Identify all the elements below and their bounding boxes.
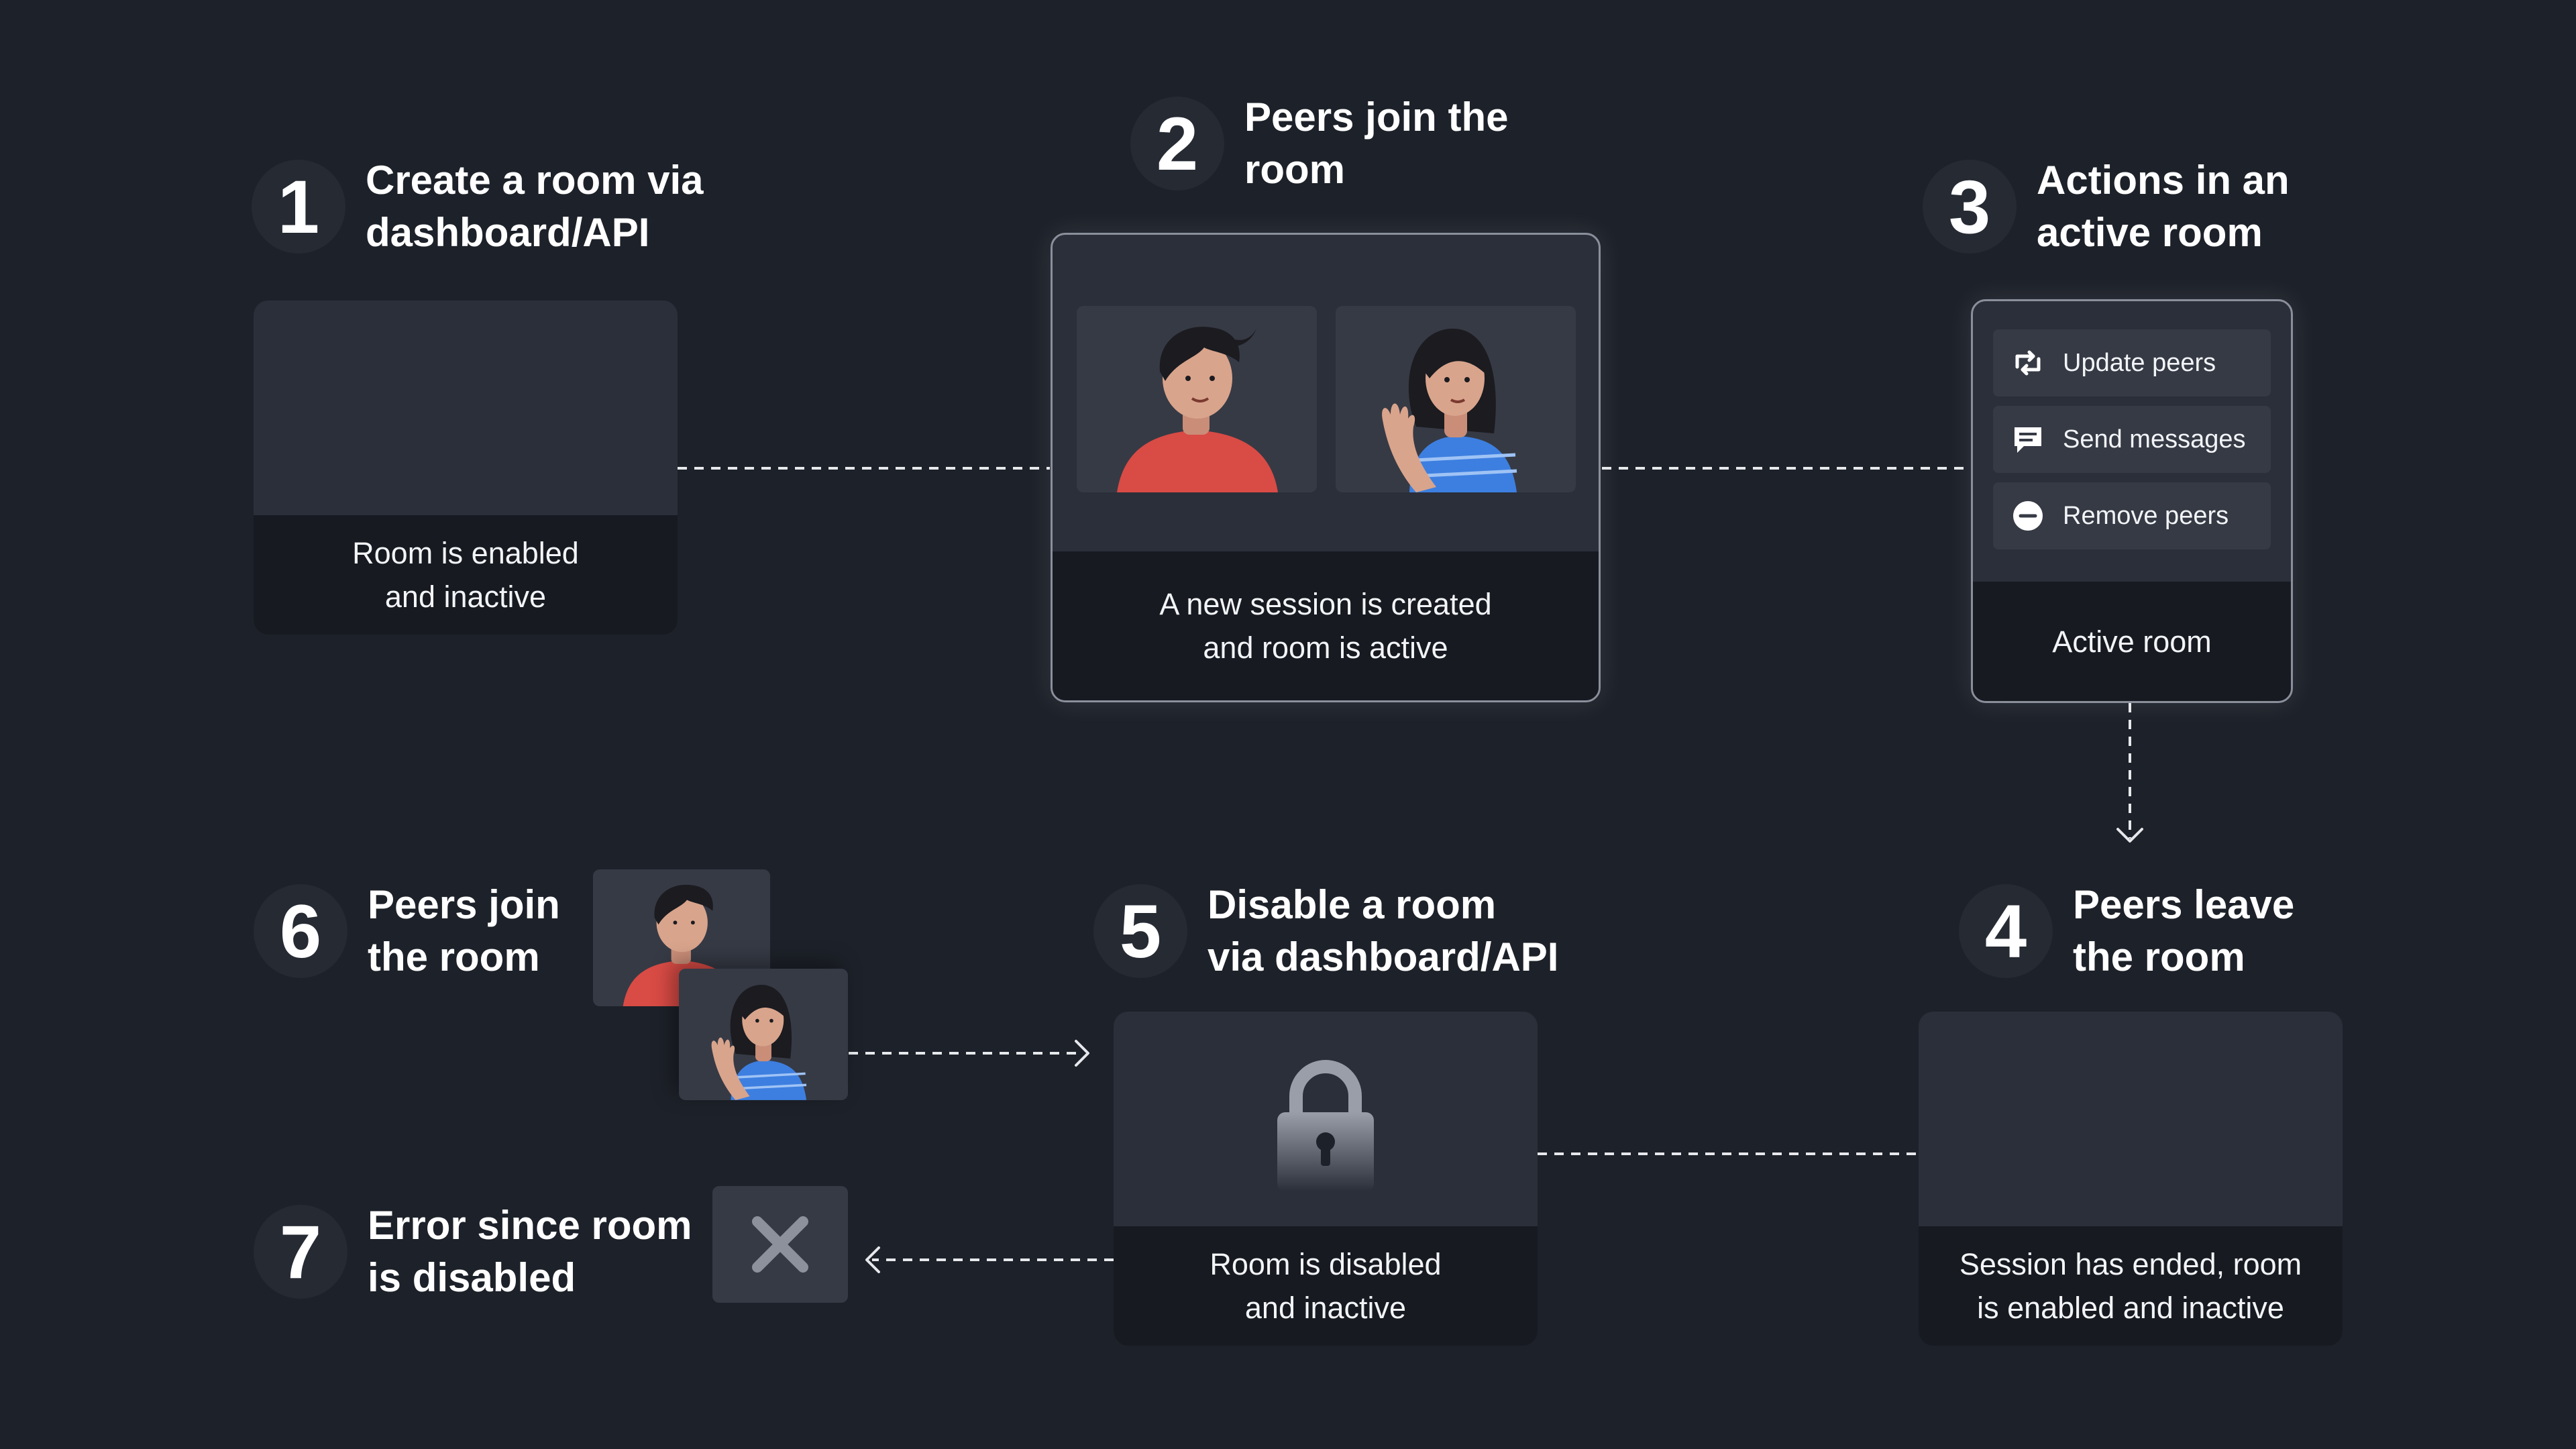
message-icon [2015, 427, 2041, 453]
step-title: Peers join the room [368, 882, 560, 979]
step-title: Error since room is disabled [368, 1203, 692, 1300]
action-remove-peers[interactable]: Remove peers [1993, 482, 2271, 549]
minus-circle-icon [2013, 501, 2043, 531]
step-title: Disable a room via dashboard/API [1208, 882, 1559, 979]
step-number: 4 [1959, 884, 2053, 978]
peer-thumb-woman [679, 969, 848, 1100]
action-update-peers[interactable]: Update peers [1993, 329, 2271, 396]
step-7-heading: 7 Error since room is disabled [254, 1199, 692, 1304]
room-disabled-card: Room is disabled and inactive [1114, 1012, 1538, 1346]
action-label: Remove peers [2063, 501, 2229, 530]
close-icon [752, 1216, 808, 1273]
action-send-messages[interactable]: Send messages [1993, 406, 2271, 473]
step-number: 7 [254, 1205, 347, 1299]
card-caption: Session has ended, room is enabled and i… [1919, 1226, 2343, 1346]
peer-woman-illustration [711, 984, 807, 1100]
step-title: Peers join the room [1244, 95, 1509, 192]
step-number: 1 [252, 160, 345, 254]
step-title: Actions in an active room [2037, 158, 2290, 255]
step-number: 3 [1923, 160, 2017, 254]
step-4-heading: 4 Peers leave the room [1959, 879, 2294, 983]
step-title: Create a room via dashboard/API [366, 158, 704, 255]
step-number: 2 [1130, 97, 1224, 191]
step-number: 6 [254, 884, 347, 978]
refresh-icon [2015, 350, 2041, 376]
arrow-head-left [865, 1246, 880, 1273]
arrow-head-down [2116, 828, 2143, 843]
step-6-heading: 6 Peers join the room [254, 879, 560, 983]
session-active-card: A new session is created and room is act… [1051, 233, 1601, 702]
lock-icon [1277, 1060, 1374, 1191]
action-label: Update peers [2063, 348, 2216, 377]
room-inactive-card: Room is enabled and inactive [254, 301, 678, 635]
card-caption: A new session is created and room is act… [1053, 551, 1599, 700]
peer-tile-man [1077, 306, 1317, 492]
step-2-heading: 2 Peers join the room [1130, 91, 1508, 196]
peer-woman-illustration [1382, 328, 1517, 492]
card-caption: Active room [1973, 582, 2291, 701]
step-3-heading: 3 Actions in an active room [1923, 154, 2290, 259]
step-title: Peers leave the room [2073, 882, 2295, 979]
arrow-head-right [1075, 1040, 1089, 1067]
active-room-card: Update peers Send messages Remove peers … [1971, 299, 2293, 703]
step-number: 5 [1093, 884, 1187, 978]
peer-man-illustration [1117, 327, 1278, 492]
step-5-heading: 5 Disable a room via dashboard/API [1093, 879, 1558, 983]
card-caption: Room is disabled and inactive [1114, 1226, 1538, 1346]
peer-tile-woman [1336, 306, 1576, 492]
error-tile [712, 1186, 848, 1303]
step-1-heading: 1 Create a room via dashboard/API [252, 154, 704, 259]
session-ended-card: Session has ended, room is enabled and i… [1919, 1012, 2343, 1346]
card-caption: Room is enabled and inactive [254, 515, 678, 635]
action-label: Send messages [2063, 425, 2246, 453]
